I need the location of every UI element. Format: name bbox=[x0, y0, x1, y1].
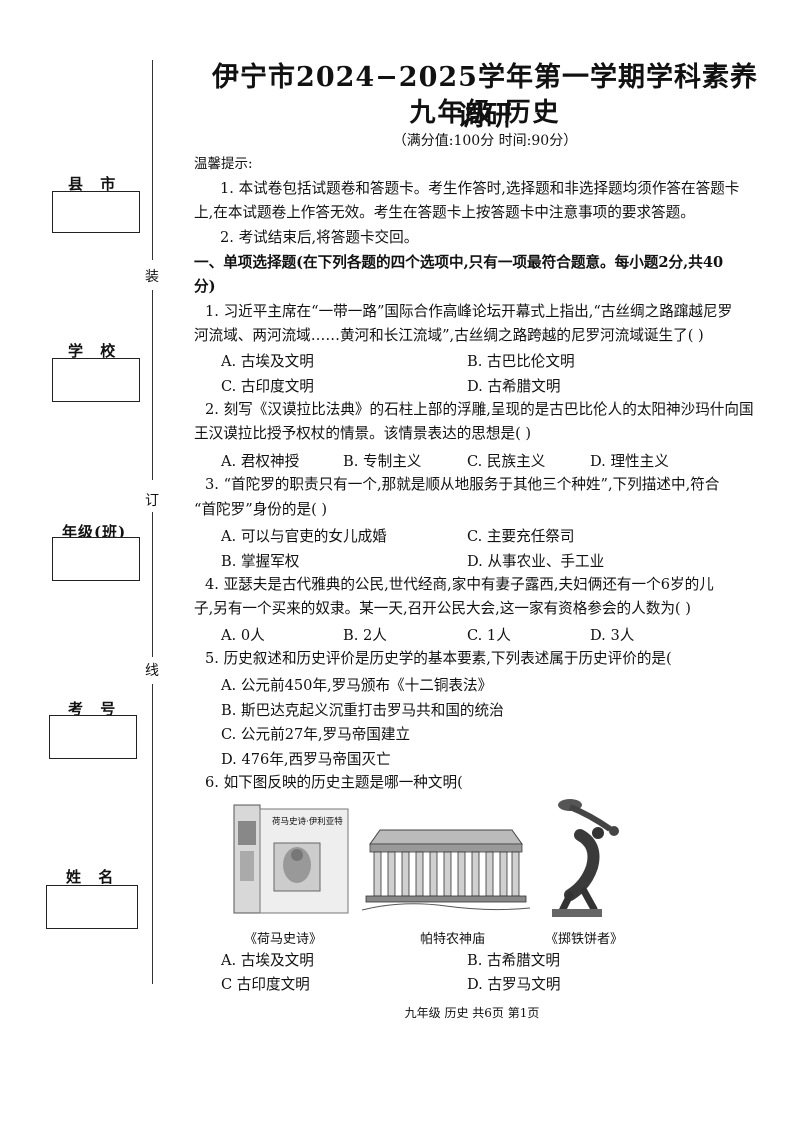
option-a: A. 古埃及文明 bbox=[221, 353, 314, 370]
binding-line bbox=[152, 60, 153, 260]
book-title-text: 荷马史诗·伊利亚特 bbox=[272, 817, 343, 827]
option-a: A. 古埃及文明 bbox=[221, 952, 314, 969]
binding-char-xian: 线 bbox=[145, 663, 159, 679]
option-c: C. 1人 bbox=[467, 627, 511, 644]
question-stem-cont: 河流域、两河流域……黄河和长江流域”,古丝绸之路跨越的尼罗河流域诞生了( ) bbox=[194, 327, 704, 344]
image-caption: 《荷马史诗》 bbox=[244, 932, 323, 947]
option-c: C. 古印度文明 bbox=[221, 378, 314, 395]
option-d: D. 从事农业、手工业 bbox=[467, 553, 605, 570]
binding-char-ding: 订 bbox=[145, 493, 159, 509]
class-label: 年级(班) bbox=[62, 523, 127, 541]
option-b: B. 2人 bbox=[343, 627, 387, 644]
option-a: A. 可以与官吏的女儿成婚 bbox=[221, 528, 387, 545]
score-time-info: （满分值:100分 时间:90分） bbox=[392, 133, 578, 149]
notice-item-1: 1. 本试卷包括试题卷和答题卡。考生作答时,选择题和非选择题均须作答在答题卡 bbox=[220, 180, 740, 197]
image-caption: 帕特农神庙 bbox=[420, 932, 486, 947]
question-stem: 4. 亚瑟夫是古代雅典的公民,世代经商,家中有妻子露西,夫妇俩还有一个6岁的儿 bbox=[205, 576, 714, 593]
class-field[interactable] bbox=[52, 537, 140, 581]
binding-char-zhuang: 装 bbox=[145, 269, 159, 285]
question-stem-cont: “首陀罗”身份的是( ) bbox=[194, 501, 328, 518]
exam-title: 伊宁市2024−2025学年第一学期学科素养调研 bbox=[212, 62, 758, 132]
option-c: C 古印度文明 bbox=[221, 976, 310, 993]
question-stem: 1. 习近平主席在“一带一路”国际合作高峰论坛开幕式上指出,“古丝绸之路蹿越尼罗 bbox=[205, 303, 733, 320]
homer-epic-book-image: 荷马史诗·伊利亚特 bbox=[232, 803, 350, 918]
option-d: D. 理性主义 bbox=[590, 453, 669, 470]
option-b: B. 掌握军权 bbox=[221, 553, 300, 570]
option-c: C. 主要充任祭司 bbox=[467, 528, 575, 545]
exam-number-label: 考 号 bbox=[68, 700, 122, 718]
exam-subtitle: 九年级 历史 bbox=[409, 98, 561, 128]
notice-item-1-cont: 上,在本试题卷上作答无效。考生在答题卡上按答题卡中注意事项的要求答题。 bbox=[194, 204, 695, 221]
option-b: B. 斯巴达克起义沉重打击罗马共和国的统治 bbox=[221, 702, 504, 719]
option-d: D. 476年,西罗马帝国灭亡 bbox=[221, 751, 391, 768]
question-stem: 6. 如下图反映的历史主题是哪一种文明( bbox=[205, 774, 463, 791]
binding-line bbox=[152, 290, 153, 480]
section-heading: 一、单项选择题(在下列各题的四个选项中,只有一项最符合题意。每小题2分,共40 bbox=[194, 254, 724, 271]
option-d: D. 古希腊文明 bbox=[467, 378, 561, 395]
option-b: B. 古巴比伦文明 bbox=[467, 353, 575, 370]
binding-line bbox=[152, 512, 153, 657]
county-label: 县 市 bbox=[68, 175, 122, 193]
question-stem-cont: 王汉谟拉比授予权杖的情景。该情景表达的思想是( ) bbox=[194, 425, 532, 442]
question-stem-cont: 子,另有一个买来的奴隶。某一天,召开公民大会,这一家有资格参会的人数为( ) bbox=[194, 600, 691, 617]
option-b: B. 古希腊文明 bbox=[467, 952, 560, 969]
option-d: D. 3人 bbox=[590, 627, 635, 644]
notice-item-2: 2. 考试结束后,将答题卡交回。 bbox=[220, 229, 419, 246]
section-heading-cont: 分) bbox=[194, 278, 216, 295]
image-caption: 《掷铁饼者》 bbox=[545, 932, 624, 947]
question-stem: 3. “首陀罗的职责只有一个,那就是顺从地服务于其他三个种姓”,下列描述中,符合 bbox=[205, 476, 720, 493]
option-b: B. 专制主义 bbox=[343, 453, 422, 470]
notice-heading: 温馨提示: bbox=[194, 156, 253, 172]
exam-number-field[interactable] bbox=[49, 715, 137, 759]
option-a: A. 君权神授 bbox=[221, 453, 300, 470]
school-label: 学 校 bbox=[68, 342, 122, 360]
question-stem: 5. 历史叙述和历史评价是历史学的基本要素,下列表述属于历史评价的是( bbox=[205, 650, 672, 667]
question-stem: 2. 刻写《汉谟拉比法典》的石柱上部的浮雕,呈现的是古巴比伦人的太阳神沙玛什向国 bbox=[205, 401, 754, 418]
discobolus-statue-image bbox=[540, 795, 630, 920]
name-label: 姓 名 bbox=[66, 868, 120, 886]
option-a: A. 0人 bbox=[221, 627, 265, 644]
school-field[interactable] bbox=[52, 358, 140, 402]
county-field[interactable] bbox=[52, 191, 140, 233]
option-d: D. 古罗马文明 bbox=[467, 976, 561, 993]
option-c: C. 公元前27年,罗马帝国建立 bbox=[221, 726, 411, 743]
parthenon-image bbox=[361, 822, 531, 912]
option-a: A. 公元前450年,罗马颁布《十二铜表法》 bbox=[221, 677, 493, 694]
option-c: C. 民族主义 bbox=[467, 453, 546, 470]
name-field[interactable] bbox=[46, 885, 138, 929]
binding-line bbox=[152, 684, 153, 984]
page-footer: 九年级 历史 共6页 第1页 bbox=[404, 1006, 540, 1020]
